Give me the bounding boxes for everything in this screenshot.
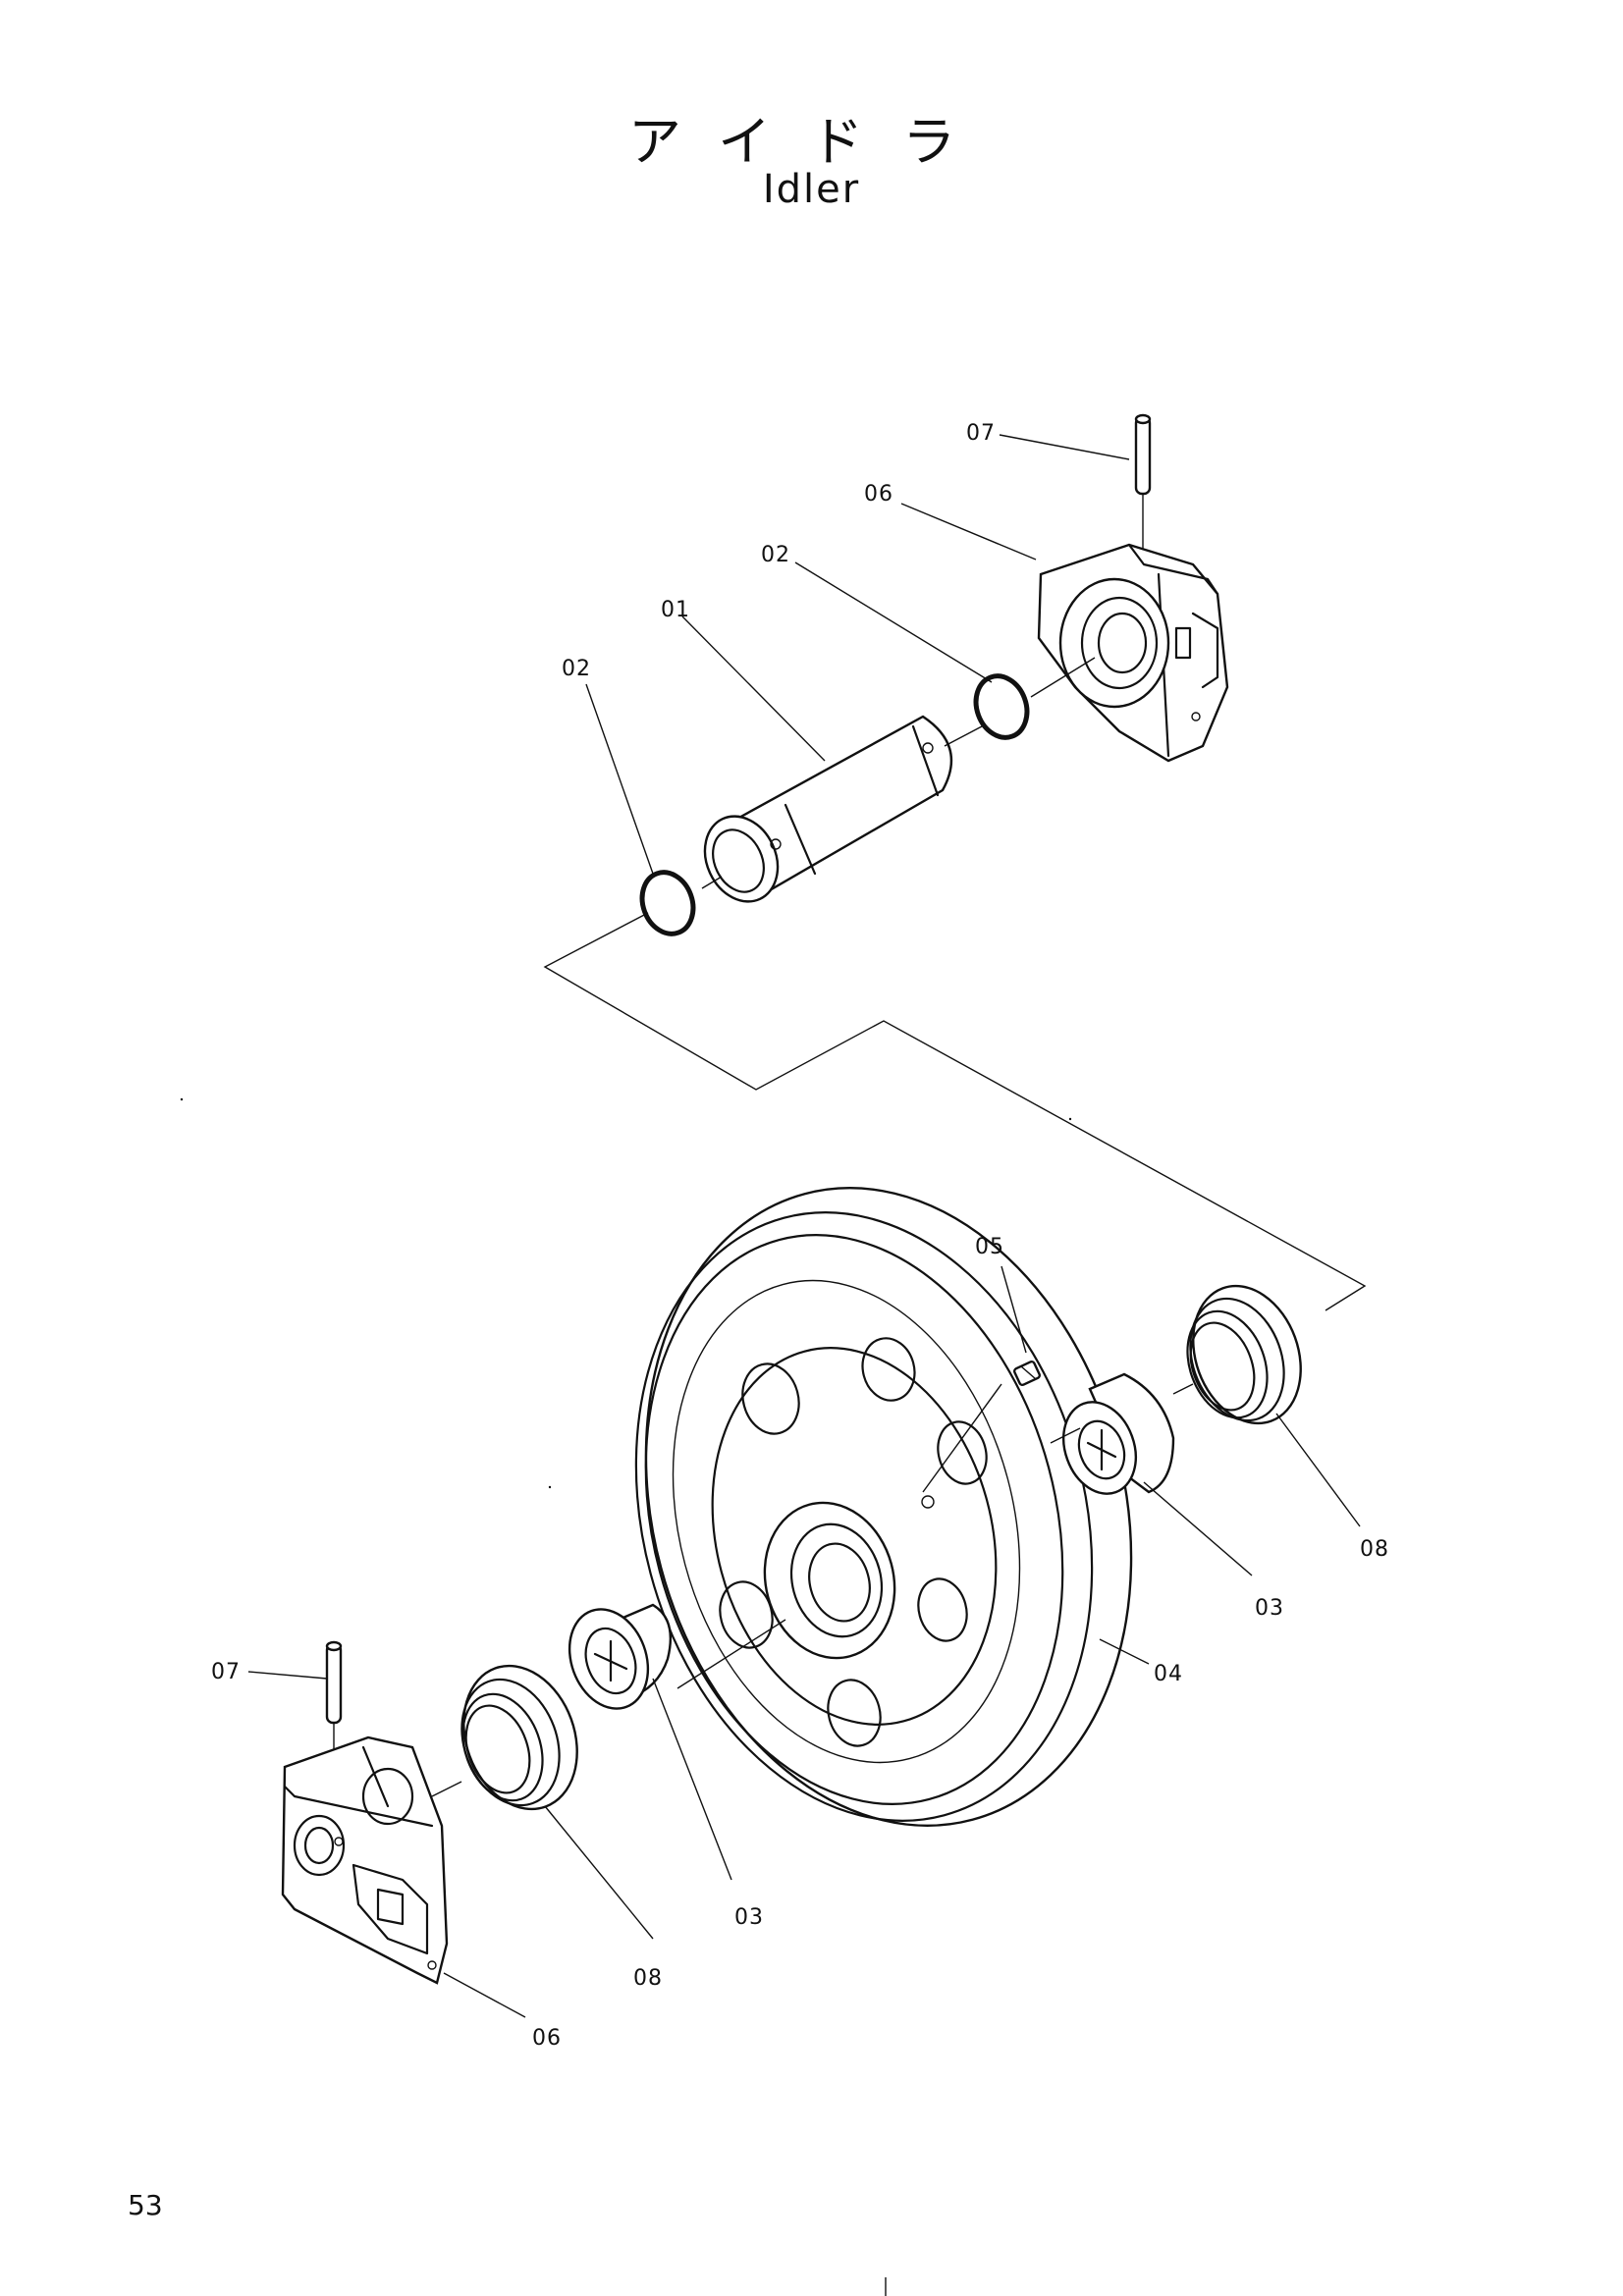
seal-08-left (460, 1664, 578, 1811)
scan-noise (180, 1097, 1072, 2296)
leader-lines-lower (247, 1265, 1361, 2018)
assembly-connection-line (543, 912, 1367, 1311)
callout-07-left: 07 (211, 1660, 241, 1684)
seal-08-right (1186, 1284, 1302, 1425)
callout-08-left: 08 (633, 1966, 663, 1991)
plug-05 (1013, 1360, 1041, 1387)
page-number: 53 (128, 2189, 163, 2221)
idler-wheel-04 (634, 1187, 1133, 1827)
leader-lines-upper (585, 434, 1130, 875)
page-title-english: Idler (762, 167, 861, 212)
callout-05: 05 (975, 1235, 1004, 1259)
page-title-japanese: アイドラ (627, 111, 996, 173)
o-ring-02-left (639, 870, 696, 936)
bracket-06-top (1037, 543, 1229, 763)
bushing-03-right (1062, 1372, 1175, 1495)
callout-02-right: 02 (761, 543, 790, 567)
bracket-06-bottom (281, 1735, 449, 1985)
shaft-01 (701, 715, 983, 903)
callout-08-right: 08 (1360, 1537, 1389, 1562)
callout-06-bottom: 06 (532, 2026, 562, 2051)
callout-03-right: 03 (1255, 1596, 1284, 1621)
pin-07-top (1134, 413, 1152, 569)
callout-03-left: 03 (734, 1905, 764, 1930)
bushing-03-left (568, 1603, 672, 1710)
callout-07-top: 07 (966, 421, 996, 446)
callout-04: 04 (1154, 1662, 1183, 1686)
o-ring-02-right (973, 673, 1030, 740)
callout-02-left: 02 (562, 657, 591, 681)
callout-06-top: 06 (864, 482, 893, 507)
callout-01: 01 (661, 598, 690, 622)
